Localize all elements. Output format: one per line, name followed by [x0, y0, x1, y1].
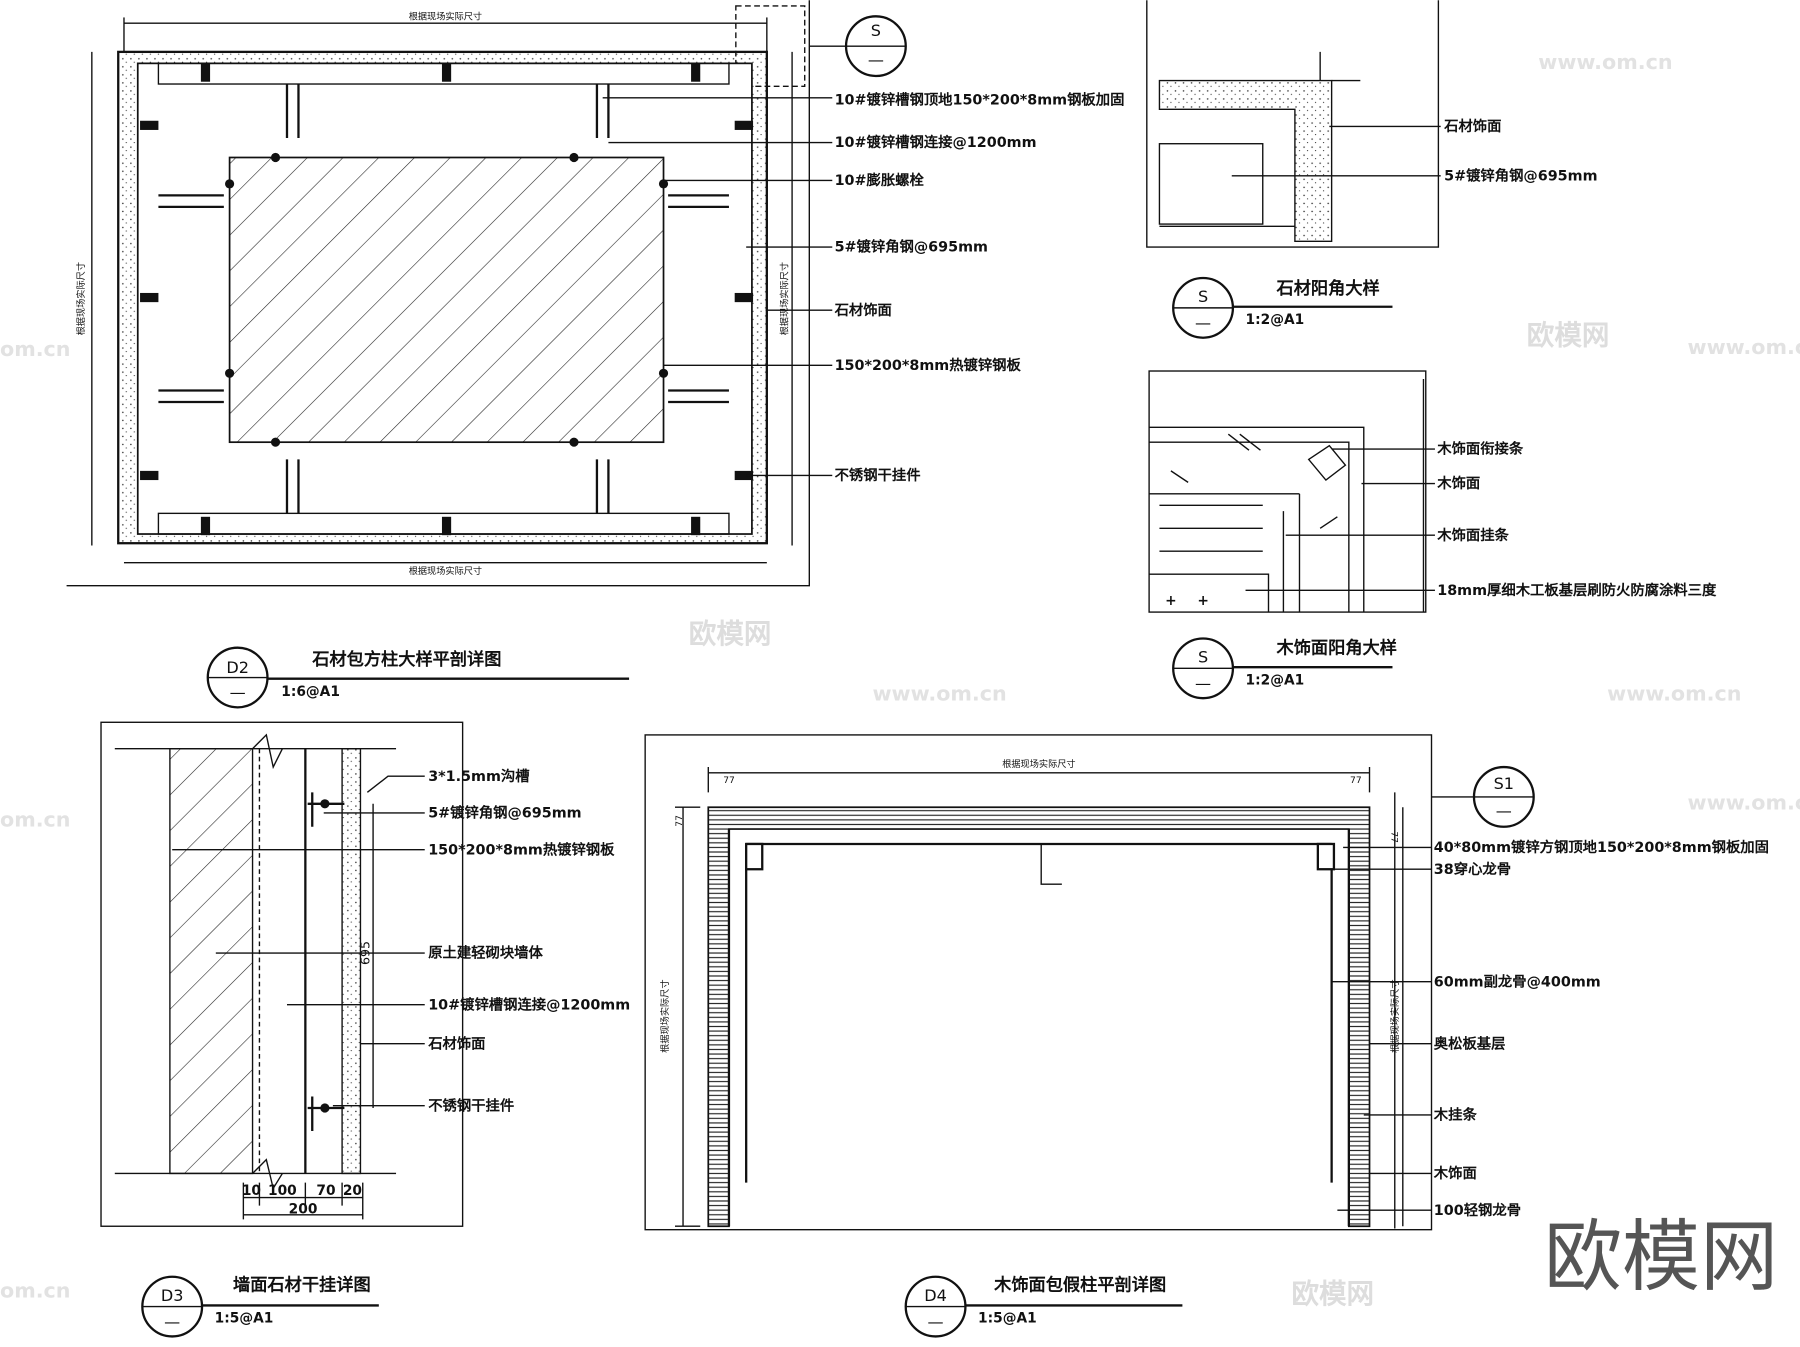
watermark: om.cn	[0, 337, 71, 361]
detail-id: D3	[161, 1286, 184, 1305]
brand-watermark-logo: 欧模网	[1544, 1213, 1778, 1303]
detail-sub: —	[230, 683, 246, 702]
callout-label: 5#镀锌角钢@695mm	[428, 804, 581, 822]
callout-label: 木饰面	[1433, 1164, 1477, 1182]
watermark: 欧模网	[689, 618, 772, 650]
callout-label: 18mm厚细木工板基层刷防火防腐涂料三度	[1437, 581, 1717, 599]
detail-title: 石材阳角大样	[1276, 278, 1380, 299]
callout-label: 40*80mm镀锌方钢顶地150*200*8mm钢板加固	[1434, 838, 1769, 856]
watermark: om.cn	[0, 1278, 71, 1302]
callout-label: 38穿心龙骨	[1434, 860, 1511, 878]
callout-label: 不锈钢干挂件	[835, 466, 921, 484]
dimension-label: 77	[674, 815, 685, 827]
detail-scale: 1:2@A1	[1246, 672, 1305, 688]
callout-label: 木挂条	[1433, 1105, 1478, 1123]
detail-id: D4	[924, 1286, 947, 1305]
detail-id: S	[1198, 648, 1208, 667]
section-mark-sub: —	[1496, 801, 1512, 820]
detail-sub: —	[1195, 674, 1211, 693]
watermark: www.om.cn	[1688, 791, 1800, 815]
watermark: om.cn	[0, 808, 71, 832]
dimension-label: 根据现场实际尺寸	[1002, 758, 1075, 770]
section-mark-id: S1	[1494, 774, 1514, 793]
dimension-label: 695	[358, 941, 373, 965]
callout-label: 60mm副龙骨@400mm	[1434, 972, 1601, 990]
detail-scale: 1:2@A1	[1246, 312, 1305, 328]
watermark: 欧模网	[1527, 320, 1610, 352]
dimension-label: 70	[316, 1183, 335, 1199]
callout-label: 原土建轻砌块墙体	[428, 944, 543, 962]
watermark: www.om.cn	[1538, 50, 1672, 74]
dimension-label: 77	[723, 775, 735, 786]
detail-title: 石材包方柱大样平剖详图	[311, 649, 501, 670]
detail-scale: 1:6@A1	[281, 684, 340, 700]
dimension-label: 77	[1350, 775, 1362, 786]
callout-label: 石材饰面	[1443, 117, 1501, 135]
callout-label: 10#镀锌槽钢连接@1200mm	[835, 133, 1037, 151]
dimension-label: 根据现场实际尺寸	[75, 262, 87, 335]
dimension-label: 根据现场实际尺寸	[659, 979, 671, 1052]
callout-label: 150*200*8mm热镀锌钢板	[835, 356, 1022, 374]
callout-label: 木饰面	[1436, 474, 1480, 492]
watermark: www.om.cn	[872, 681, 1006, 705]
dimension-label: 100	[268, 1183, 297, 1199]
detail-scale: 1:5@A1	[215, 1311, 274, 1327]
dimension-label: 根据现场实际尺寸	[409, 11, 482, 23]
watermark: www.om.cn	[1688, 335, 1800, 359]
wood-corner-detail: + + 木饰面衔接条 木饰面 木饰面挂条 18mm厚细木工板基层刷防火防腐涂料三度…	[1148, 370, 1717, 700]
detail-sub: —	[164, 1312, 180, 1331]
detail-id: S	[1198, 287, 1208, 306]
callout-label: 100轻钢龙骨	[1434, 1201, 1521, 1219]
detail-scale: 1:5@A1	[978, 1311, 1037, 1327]
callout-label: 奥松板基层	[1434, 1034, 1506, 1052]
callout-label: 木饰面衔接条	[1436, 440, 1524, 458]
watermark: 欧模网	[1291, 1278, 1374, 1310]
watermarks: om.cn om.cn om.cn 欧模网 www.om.cn 欧模网 www.…	[0, 50, 1800, 1310]
callout-label: 5#镀锌角钢@695mm	[1444, 166, 1597, 184]
dimension-label: 77	[1388, 831, 1399, 843]
section-mark-sub: —	[868, 51, 884, 70]
callout-label: 3*1.5mm沟槽	[428, 767, 530, 785]
dimension-label: 20	[343, 1183, 362, 1199]
callout-label: 石材饰面	[427, 1034, 485, 1052]
svg-text:+: +	[1197, 593, 1209, 609]
detail-title: 木饰面阳角大样	[1276, 637, 1397, 658]
watermark: www.om.cn	[1607, 681, 1741, 705]
dimension-label: 200	[289, 1202, 318, 1218]
callout-label: 10#镀锌槽钢顶地150*200*8mm钢板加固	[835, 91, 1125, 109]
callout-label: 不锈钢干挂件	[428, 1096, 514, 1114]
detail-title: 木饰面包假柱平剖详图	[993, 1275, 1166, 1296]
d4-wood-column-plan: 根据现场实际尺寸 77 77 77 77 根据现场实际尺寸 根据现场实际尺寸 S…	[644, 734, 1769, 1338]
d3-wall-stone-detail: 695 3*1.5mm沟槽 5#镀锌角钢@695mm 150*200*8mm热镀…	[100, 721, 630, 1338]
callout-label: 10#镀锌槽钢连接@1200mm	[428, 995, 630, 1013]
svg-text:+: +	[1165, 593, 1177, 609]
section-mark-id: S	[871, 21, 881, 40]
dimension-label: 根据现场实际尺寸	[409, 565, 482, 577]
d2-stone-column-plan: 根据现场实际尺寸 根据现场实际尺寸 根据现场实际尺寸 根据现场实际尺寸 S — …	[66, 0, 1125, 709]
callout-label: 木饰面挂条	[1436, 526, 1509, 544]
callout-label: 150*200*8mm热镀锌钢板	[428, 840, 615, 858]
callout-label: 10#膨胀螺栓	[835, 171, 925, 189]
dimension-label: 根据现场实际尺寸	[778, 262, 790, 335]
dimension-label: 10	[242, 1183, 261, 1199]
detail-sub: —	[1195, 314, 1211, 333]
callout-label: 5#镀锌角钢@695mm	[835, 238, 988, 256]
stone-corner-detail: 石材饰面 5#镀锌角钢@695mm S — 石材阳角大样 1:2@A1	[1146, 0, 1598, 339]
detail-title: 墙面石材干挂详图	[233, 1275, 371, 1296]
callout-label: 石材饰面	[834, 301, 892, 319]
detail-sub: —	[928, 1312, 944, 1331]
detail-id: D2	[226, 658, 249, 677]
